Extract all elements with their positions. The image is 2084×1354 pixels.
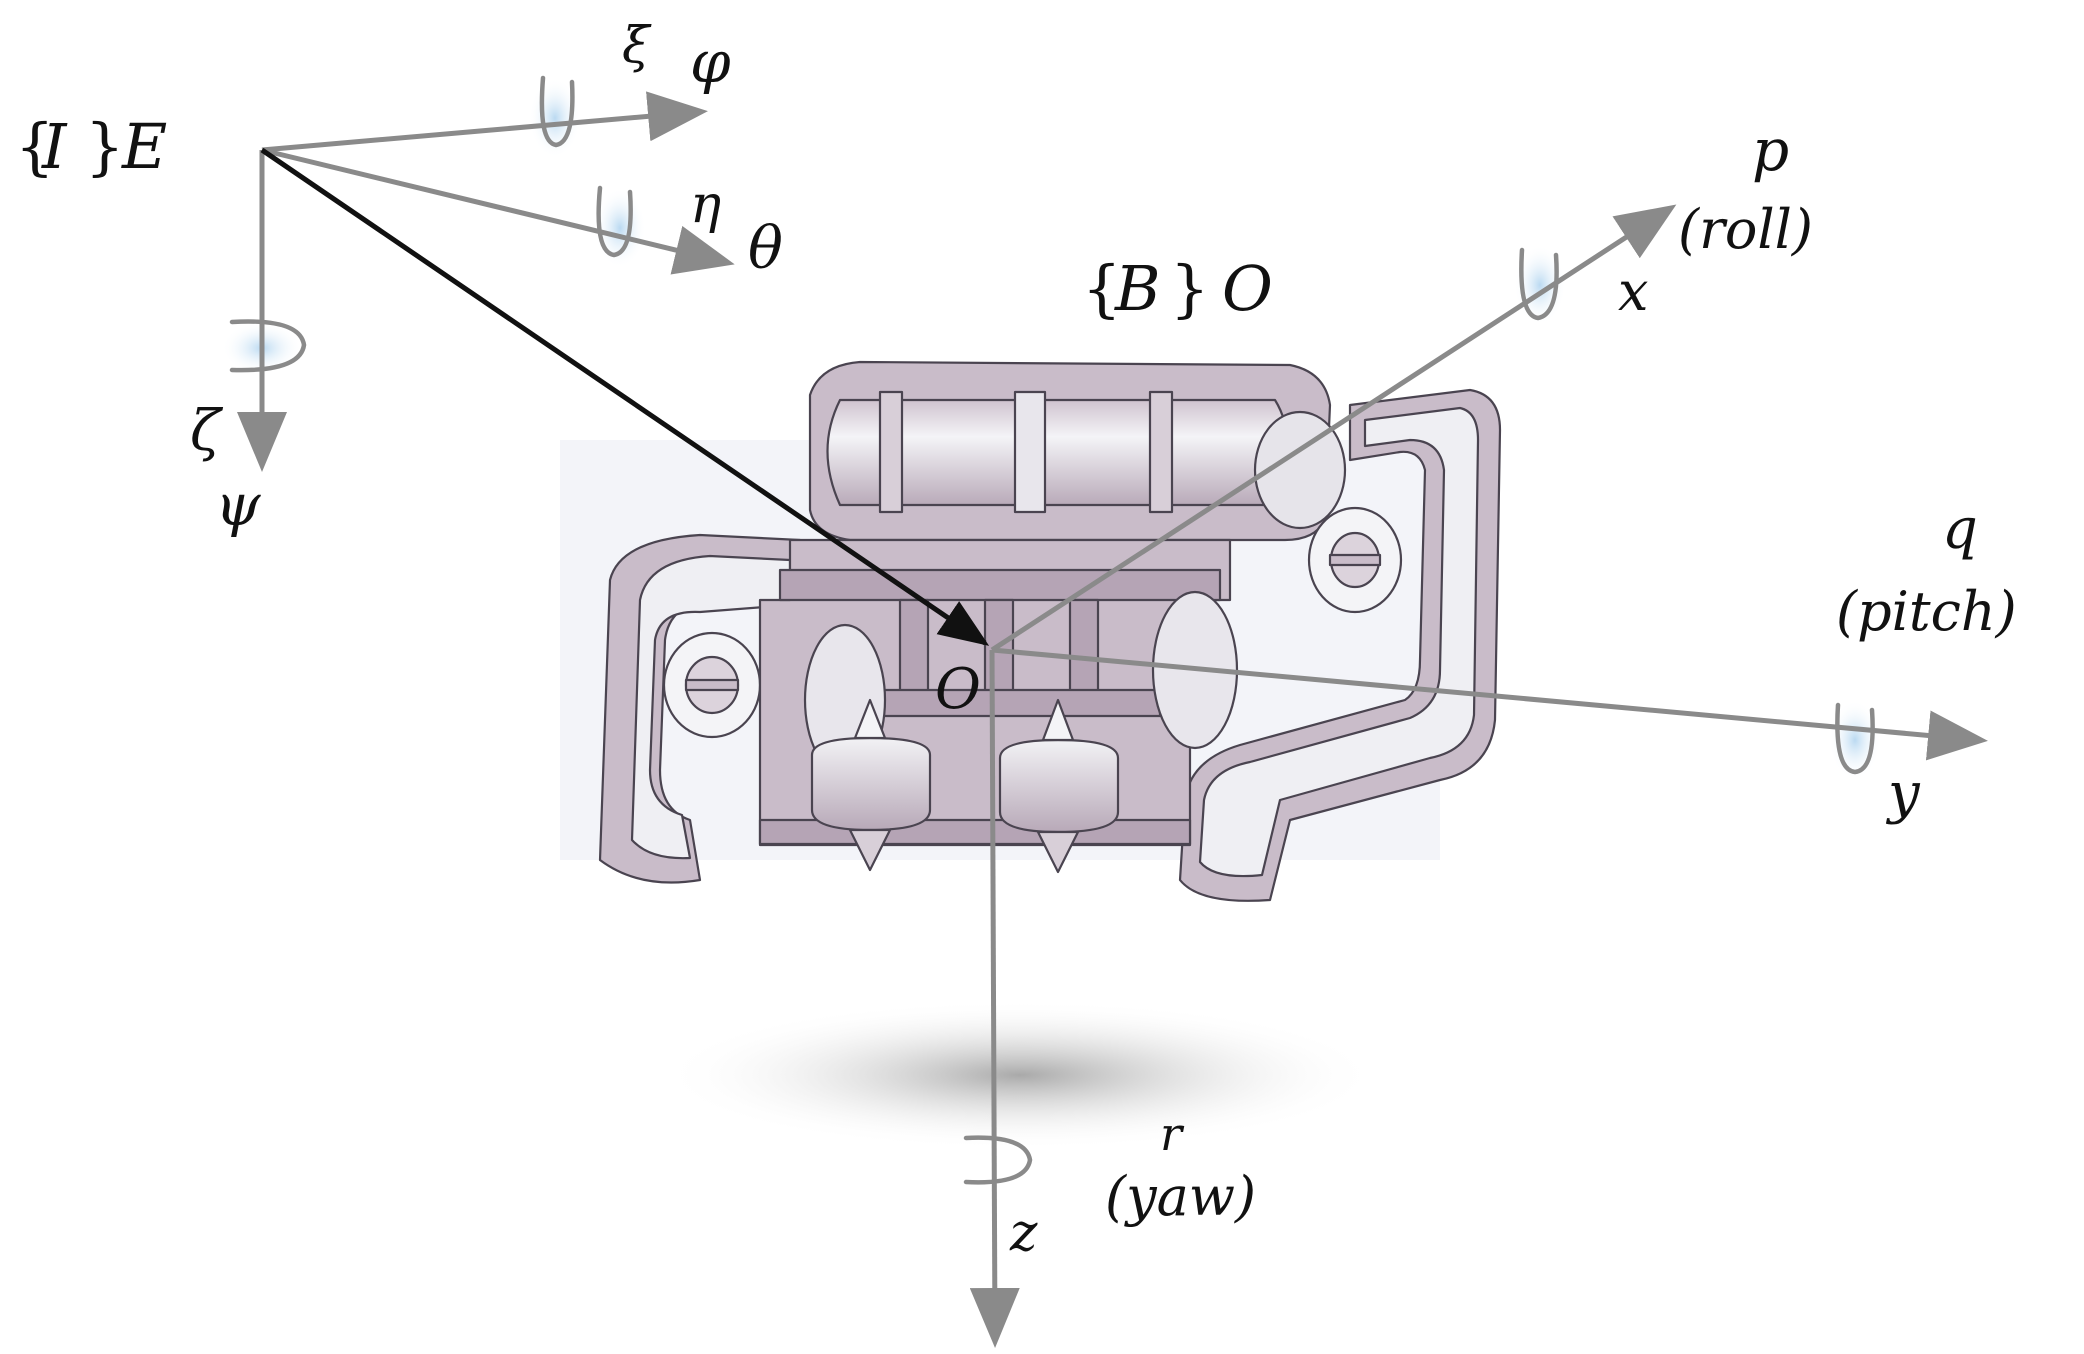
body-frame-label: { B } O [1082, 252, 1273, 325]
inertial-axes [237, 91, 735, 472]
inertial-brace-close: } [85, 110, 124, 183]
inertial-frame-label: { I } E [15, 110, 167, 183]
y-label: y [1885, 761, 1921, 826]
left-bearing-slot [684, 678, 740, 692]
right-bearing-slot [1328, 553, 1382, 567]
chassis-pillar-1 [898, 598, 930, 702]
inertial-rotation-arrows [229, 75, 633, 373]
phi-label: φ [690, 28, 731, 96]
psi-label: ψ [215, 471, 261, 539]
body-brace-close: } [1170, 252, 1209, 325]
pitch-label: (pitch) [1836, 580, 2017, 643]
left-thruster-tip [848, 828, 892, 872]
pitch-rotation-icon [1835, 702, 1875, 775]
r-label: r [1160, 1107, 1185, 1161]
right-thruster-tip [1036, 830, 1080, 874]
body-frame-symbol: B [1114, 252, 1161, 325]
robot-illustration [598, 360, 1502, 902]
glow-theta [594, 188, 646, 268]
robot-shadow [660, 1000, 1380, 1150]
body-origin-label: O [1222, 252, 1273, 325]
yaw-rotation-icon [963, 1135, 1033, 1185]
z-axis [969, 649, 1020, 1348]
inertial-brace-open: { [15, 110, 54, 183]
roll-label: (roll) [1678, 198, 1813, 261]
x-label: x [1618, 260, 1648, 323]
eta-label: η [690, 175, 721, 235]
inertial-origin-label: E [121, 110, 167, 183]
cylinder-band-right [1148, 390, 1174, 514]
eta-axis [261, 147, 735, 275]
inertial-frame-symbol: I [41, 110, 68, 183]
position-vector [260, 147, 990, 646]
zeta-label: ζ [190, 399, 224, 464]
right-thruster-pod [998, 738, 1120, 834]
body-rotation-arrows [963, 247, 1875, 1185]
left-thruster-pod [810, 736, 932, 832]
psi-rotation-icon [229, 319, 307, 373]
left-thruster-cone [853, 698, 887, 740]
right-side-frame-face [1198, 406, 1480, 878]
left-side-frame-face [630, 554, 792, 860]
chassis-pillar-3 [1068, 598, 1100, 702]
yaw-label: (yaw) [1105, 1165, 1256, 1228]
cylinder-end-cap [1253, 410, 1347, 530]
right-thruster-cone [1041, 698, 1075, 742]
cylinder-band-left [878, 390, 904, 514]
cylinder-band-mid [1013, 390, 1047, 514]
body-brace-open: { [1082, 252, 1121, 325]
roll-rotation-icon [1519, 247, 1559, 321]
theta-label: θ [748, 214, 783, 282]
chassis-beam-mid [858, 688, 1162, 718]
theta-rotation-icon [596, 185, 633, 258]
xi-label: ξ [622, 16, 652, 74]
p-label: p [1752, 116, 1789, 184]
origin-o-label: O [935, 657, 981, 722]
z-label: z [1009, 1203, 1038, 1263]
phi-rotation-icon [539, 75, 575, 148]
q-label: q [1942, 497, 1978, 562]
xi-axis [261, 91, 708, 153]
chassis-beam-top [778, 568, 1222, 602]
y-axis [991, 647, 1988, 761]
